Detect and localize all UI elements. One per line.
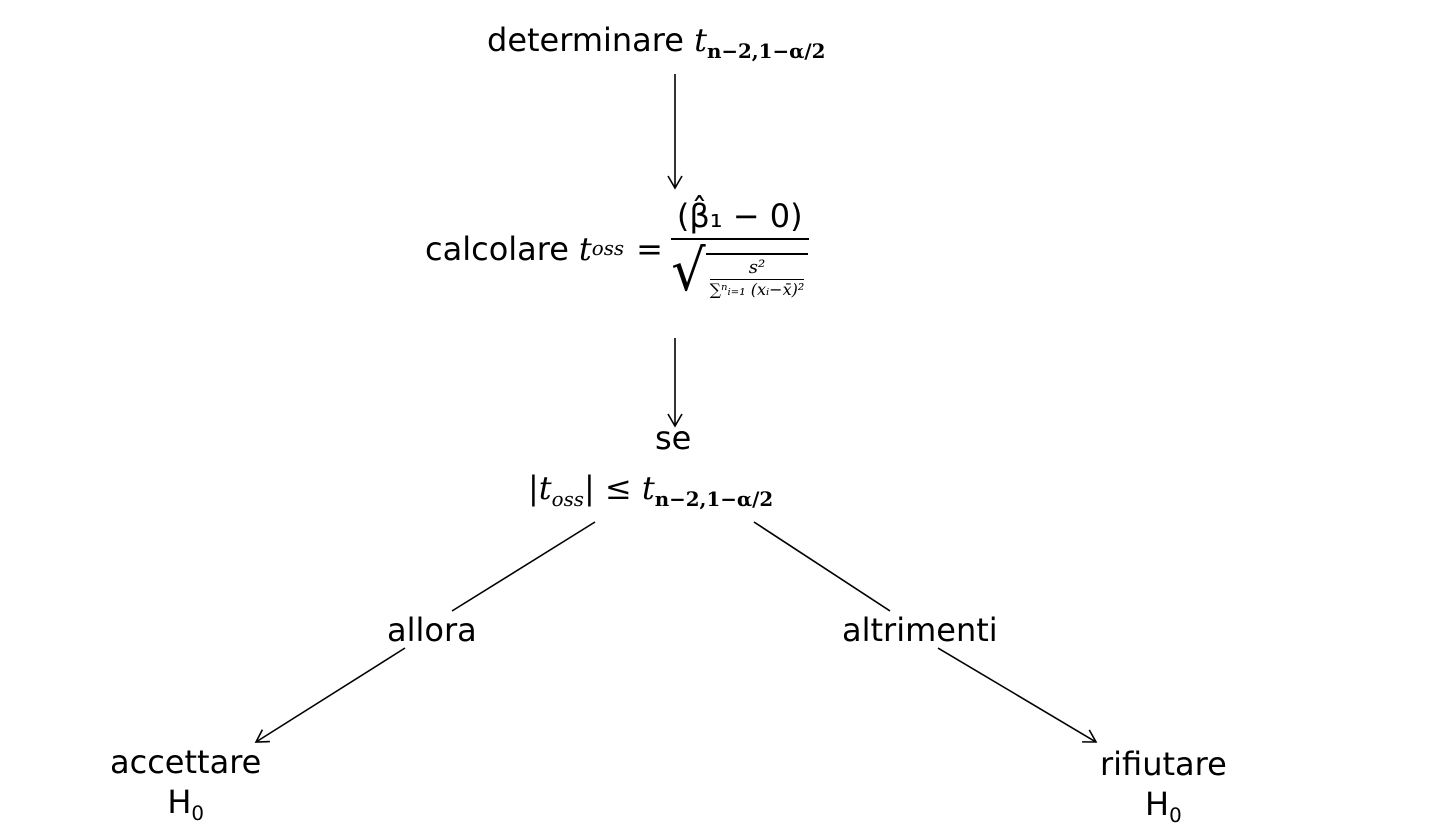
node-determinare: determinare tn−2,1−α/2 (487, 24, 825, 62)
t-critical-subscript: n−2,1−α/2 (706, 38, 826, 63)
t-statistic-fraction: (β̂₁ − 0) √ s² ∑ⁿᵢ₌₁ (xᵢ−x̄)² (670, 200, 809, 304)
node-rifiutare: rifiutare H0 (1100, 744, 1227, 829)
inner-denominator: ∑ⁿᵢ₌₁ (xᵢ−x̄)² (709, 280, 805, 299)
node-se: se (655, 422, 691, 454)
t-oss-symbol: t (578, 230, 592, 268)
square-root: √ s² ∑ⁿᵢ₌₁ (xᵢ−x̄)² (671, 237, 809, 304)
edge-se-to-altrimenti (753, 521, 891, 612)
calcolare-label: calcolare (425, 230, 569, 268)
t-symbol: t (694, 21, 707, 59)
determinare-label: determinare (487, 21, 684, 59)
node-altrimenti: altrimenti (840, 614, 1000, 646)
se-label: se (655, 419, 692, 457)
accettare-hypothesis: H0 (167, 783, 204, 825)
arrow-allora-to-accettare (254, 647, 406, 743)
rifiutare-hypothesis: H0 (1145, 785, 1182, 827)
node-allora: allora (385, 614, 479, 646)
condition-left: |t (528, 469, 552, 507)
node-accettare: accettare H0 (110, 742, 261, 827)
edge-se-to-allora (451, 521, 596, 612)
condition-left-subscript: oss (551, 487, 584, 511)
accettare-label: accettare (110, 743, 262, 781)
arrow-altrimenti-to-rifiutare (937, 647, 1098, 743)
equals-sign: = (636, 230, 663, 268)
altrimenti-label: altrimenti (842, 611, 998, 649)
t-oss-subscript: oss (591, 237, 625, 261)
condition-right-subscript: n−2,1−α/2 (654, 486, 774, 511)
allora-label: allora (387, 611, 477, 649)
inner-numerator: s² (709, 259, 805, 280)
inner-fraction: s² ∑ⁿᵢ₌₁ (xᵢ−x̄)² (705, 253, 809, 299)
rifiutare-label: rifiutare (1100, 745, 1227, 783)
condition-mid: | ≤ t (583, 469, 655, 507)
fraction-numerator: (β̂₁ − 0) (670, 200, 809, 240)
radical-sign: √ (671, 237, 706, 304)
node-condition: |toss| ≤ tn−2,1−α/2 (528, 472, 773, 510)
